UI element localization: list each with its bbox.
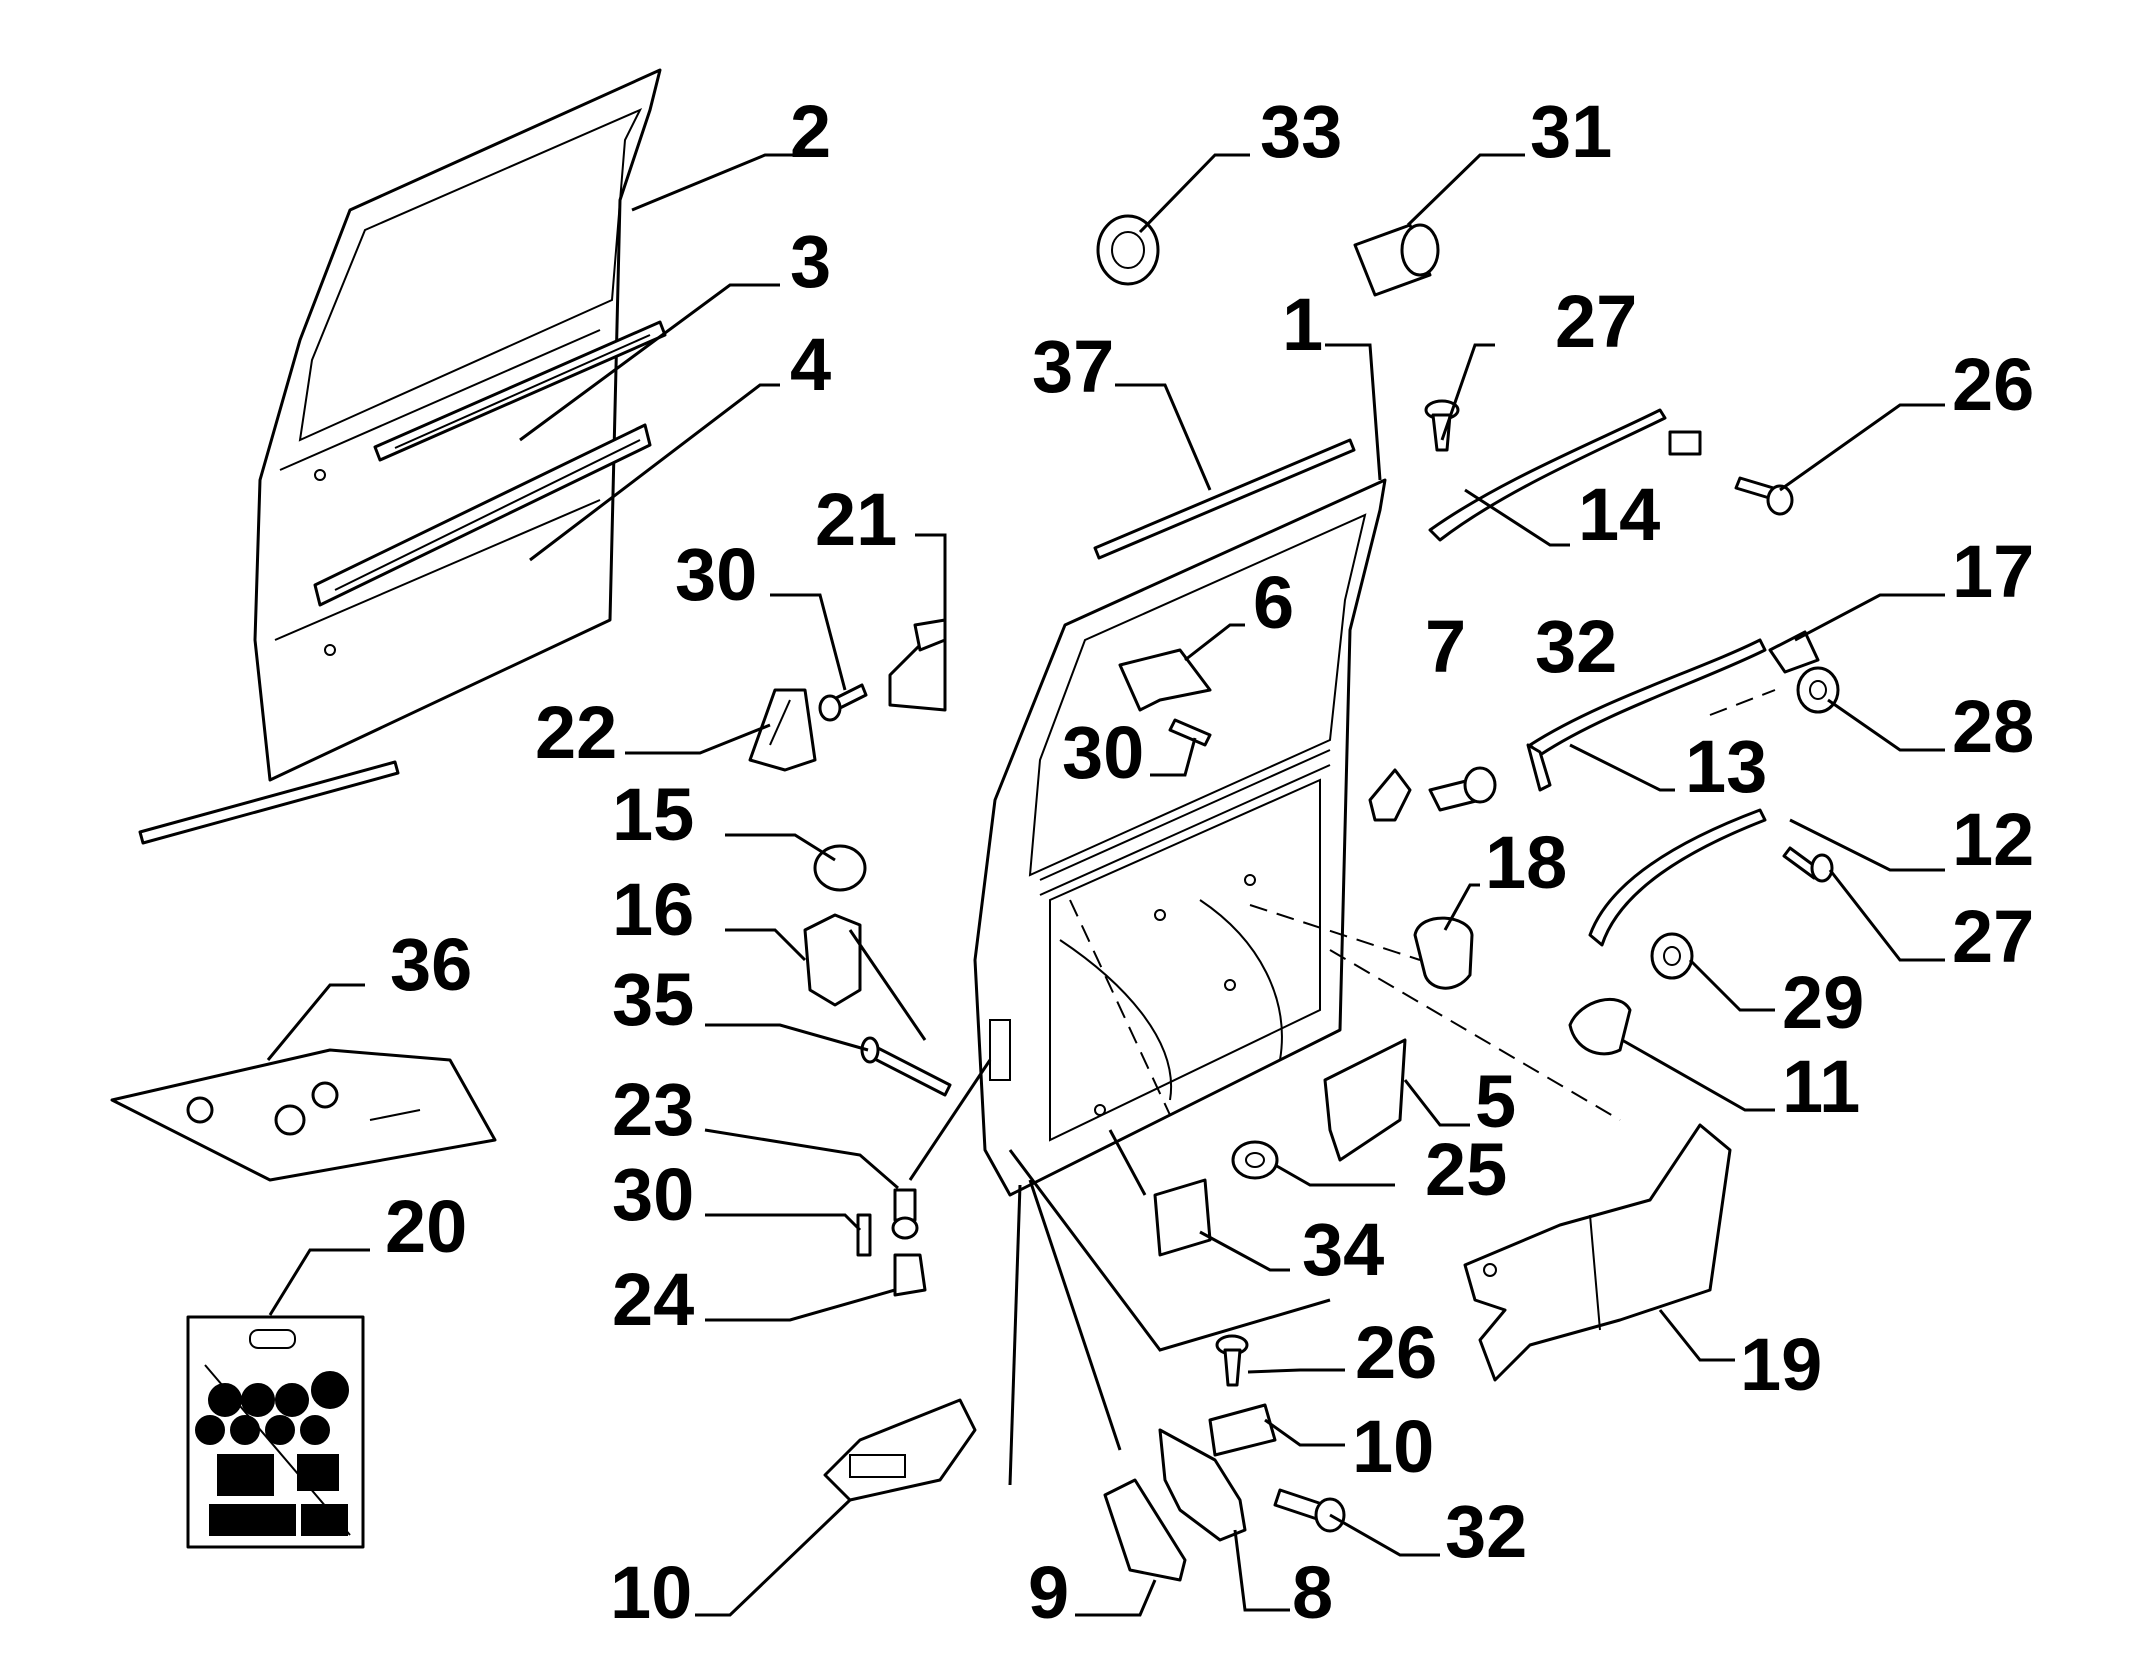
callout-33: 33 (1260, 90, 1342, 173)
callout-22: 22 (535, 691, 617, 774)
callout-37: 37 (1032, 325, 1114, 408)
handle-cover (748, 688, 817, 772)
stop-bumper (1568, 997, 1632, 1056)
washer (1796, 666, 1840, 714)
upper-seal-strip (1093, 438, 1356, 560)
callout-12: 12 (1952, 798, 2034, 881)
screw-30-left (818, 683, 868, 722)
upper-slide-rail (373, 320, 667, 462)
latch-plate-right (1208, 1403, 1277, 1457)
leader-lines (266, 153, 1945, 1617)
screw-lower (1782, 846, 1834, 883)
callout-29: 29 (1782, 961, 1864, 1044)
rivet (860, 1036, 952, 1097)
callout-16: 16 (612, 868, 694, 951)
callout-20: 20 (385, 1185, 467, 1268)
callout-6: 6 (1253, 561, 1294, 644)
callout-36: 36 (390, 923, 472, 1006)
callout-11: 11 (1782, 1045, 1860, 1128)
hinge-bracket (1118, 648, 1212, 712)
callout-35: 35 (612, 958, 694, 1041)
cover-9 (1103, 1478, 1187, 1582)
callout-23: 23 (612, 1068, 694, 1151)
lower-guide-rail (1588, 808, 1767, 947)
bottom-seal-strip (138, 760, 400, 845)
foam-pad (1153, 1178, 1212, 1257)
trim-panel (1463, 1123, 1732, 1382)
callout-9: 9 (1028, 1551, 1069, 1634)
grommet-25 (1231, 1140, 1279, 1180)
grommet-cap (1096, 214, 1160, 286)
lock-assembly (1368, 766, 1497, 822)
upper-guide-rail (1428, 408, 1702, 542)
callout-2: 2 (790, 90, 831, 173)
clip-24 (893, 1253, 927, 1297)
callout-21: 21 (815, 478, 897, 561)
callout-27-top: 27 (1555, 280, 1637, 363)
reinforcement-plate (1323, 1038, 1407, 1162)
callout-8: 8 (1292, 1551, 1333, 1634)
rail-bracket (1768, 630, 1820, 674)
callout-18: 18 (1485, 821, 1567, 904)
callout-24: 24 (612, 1258, 694, 1341)
callout-34: 34 (1302, 1208, 1384, 1291)
clip-23 (891, 1188, 919, 1240)
screw-30-center (1168, 718, 1212, 747)
rubber-buffer (1413, 916, 1474, 990)
middle-guide-rail (1526, 638, 1767, 792)
lower-bracket-8 (1158, 1428, 1247, 1542)
callout-5: 5 (1475, 1060, 1516, 1143)
callout-labels: 1 2 3 4 5 6 7 8 9 10 10 11 12 13 14 15 1… (385, 90, 2034, 1634)
fastener-kit-bag (186, 1315, 365, 1549)
screw-26-lower (1215, 1334, 1249, 1387)
callout-19: 19 (1740, 1323, 1822, 1406)
lower-slide-rail (313, 423, 652, 607)
bolt-32-lower (1273, 1488, 1346, 1533)
callout-13: 13 (1685, 725, 1767, 808)
callout-27-bottom: 27 (1952, 895, 2034, 978)
callout-10-right: 10 (1352, 1405, 1434, 1488)
callout-30-bottom: 30 (612, 1153, 694, 1236)
screw-30-bottom (856, 1213, 872, 1257)
bushing (1353, 223, 1440, 297)
callout-1: 1 (1282, 283, 1323, 366)
callout-25: 25 (1425, 1128, 1507, 1211)
callout-14: 14 (1578, 473, 1660, 556)
callout-28: 28 (1952, 685, 2034, 768)
callout-10-left: 10 (610, 1551, 692, 1634)
callout-32-bottom: 32 (1445, 1490, 1527, 1573)
callout-26-bottom: 26 (1355, 1311, 1437, 1394)
clip-16 (803, 913, 862, 1007)
callout-15: 15 (612, 773, 694, 856)
fastener-kit-sheet (110, 1048, 497, 1182)
callout-17: 17 (1952, 530, 2034, 613)
screw-26-upper (1734, 476, 1794, 516)
inner-door-frame (973, 478, 1387, 1197)
callout-30-top: 30 (675, 533, 757, 616)
callout-31: 31 (1530, 90, 1612, 173)
support-bracket (888, 618, 947, 712)
slider-block-left (823, 1398, 977, 1502)
callout-4: 4 (790, 323, 831, 406)
callout-26-top: 26 (1952, 343, 2034, 426)
callout-32-top: 32 (1535, 605, 1617, 688)
callout-7: 7 (1425, 605, 1466, 688)
callout-3: 3 (790, 220, 831, 303)
callout-30-center: 30 (1062, 711, 1144, 794)
hex-nut (1650, 932, 1694, 980)
